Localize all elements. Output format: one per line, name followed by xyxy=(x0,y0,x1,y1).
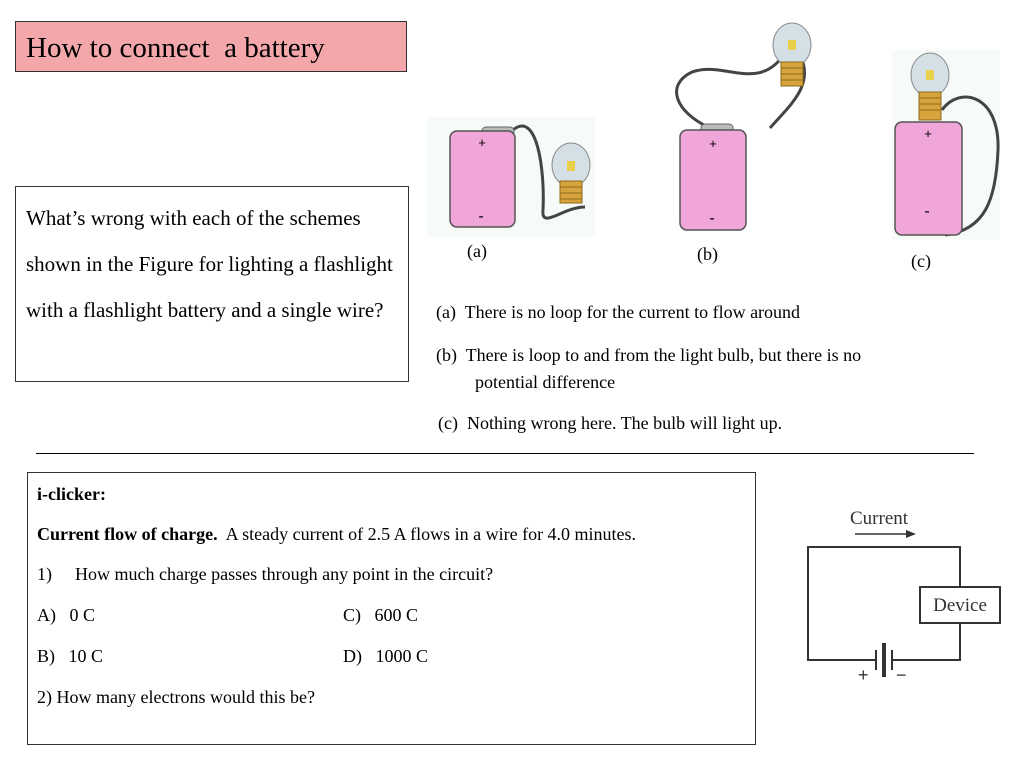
answer-b-line1: (b) There is loop to and from the light … xyxy=(436,345,862,365)
current-label: Current xyxy=(850,508,909,529)
wire-a xyxy=(512,124,586,220)
option-c[interactable]: C) 600 C xyxy=(343,605,419,625)
figure-a-label: (a) xyxy=(467,241,487,261)
option-a[interactable]: A) 0 C xyxy=(37,605,95,625)
battery-b-plus: + xyxy=(709,136,717,151)
current-arrow-icon xyxy=(855,530,916,538)
answer-c: (c) Nothing wrong here. The bulb will li… xyxy=(438,413,783,433)
wire-c xyxy=(940,95,1000,237)
figure-c: + - xyxy=(892,50,1000,240)
option-d[interactable]: D) 1000 C xyxy=(343,646,428,666)
option-b[interactable]: B) 10 C xyxy=(37,646,104,666)
battery-a xyxy=(449,130,516,228)
battery-c-plus: + xyxy=(924,126,932,141)
problem-title: Current flow of charge. xyxy=(37,524,218,544)
battery-a-plus: + xyxy=(478,135,486,150)
bulb-c xyxy=(910,52,950,121)
problem-text: A steady current of 2.5 A flows in a wir… xyxy=(217,524,637,544)
answer-b-line2: potential difference xyxy=(475,372,616,392)
battery-b xyxy=(679,129,747,231)
battery-c xyxy=(894,121,963,236)
battery-minus-label: − xyxy=(896,665,907,685)
battery-c-minus: - xyxy=(924,203,929,220)
device-label: Device xyxy=(933,595,987,616)
figure-b: + - xyxy=(675,22,812,231)
battery-plus-label: + xyxy=(858,665,869,685)
battery-b-minus: - xyxy=(709,210,714,227)
iclicker-heading: i-clicker: xyxy=(37,484,106,504)
battery-a-minus: - xyxy=(478,208,483,225)
figure-c-label: (c) xyxy=(911,251,931,271)
circuit-wire xyxy=(807,546,961,661)
wire-b-top xyxy=(675,49,789,130)
answer-a: (a) There is no loop for the current to … xyxy=(436,302,801,322)
battery-symbol-icon xyxy=(875,643,893,677)
iclicker-box: i-clicker: Current flow of charge. A ste… xyxy=(27,472,756,745)
figure-b-label: (b) xyxy=(697,244,718,264)
section-divider xyxy=(36,453,974,454)
device-box xyxy=(919,586,1001,624)
bulb-b xyxy=(772,22,812,87)
question-1-text: How much charge passes through any point… xyxy=(75,564,494,584)
question-1-number: 1) xyxy=(37,564,52,584)
question-box: What’s wrong with each of the schemes sh… xyxy=(15,186,409,382)
slide-title: How to connect a battery xyxy=(15,21,407,72)
circuit-diagram: Current + − Device xyxy=(807,508,1001,685)
bulb-a xyxy=(551,142,591,204)
question-2-text: 2) How many electrons would this be? xyxy=(37,687,315,707)
figure-a: + - xyxy=(427,117,595,237)
